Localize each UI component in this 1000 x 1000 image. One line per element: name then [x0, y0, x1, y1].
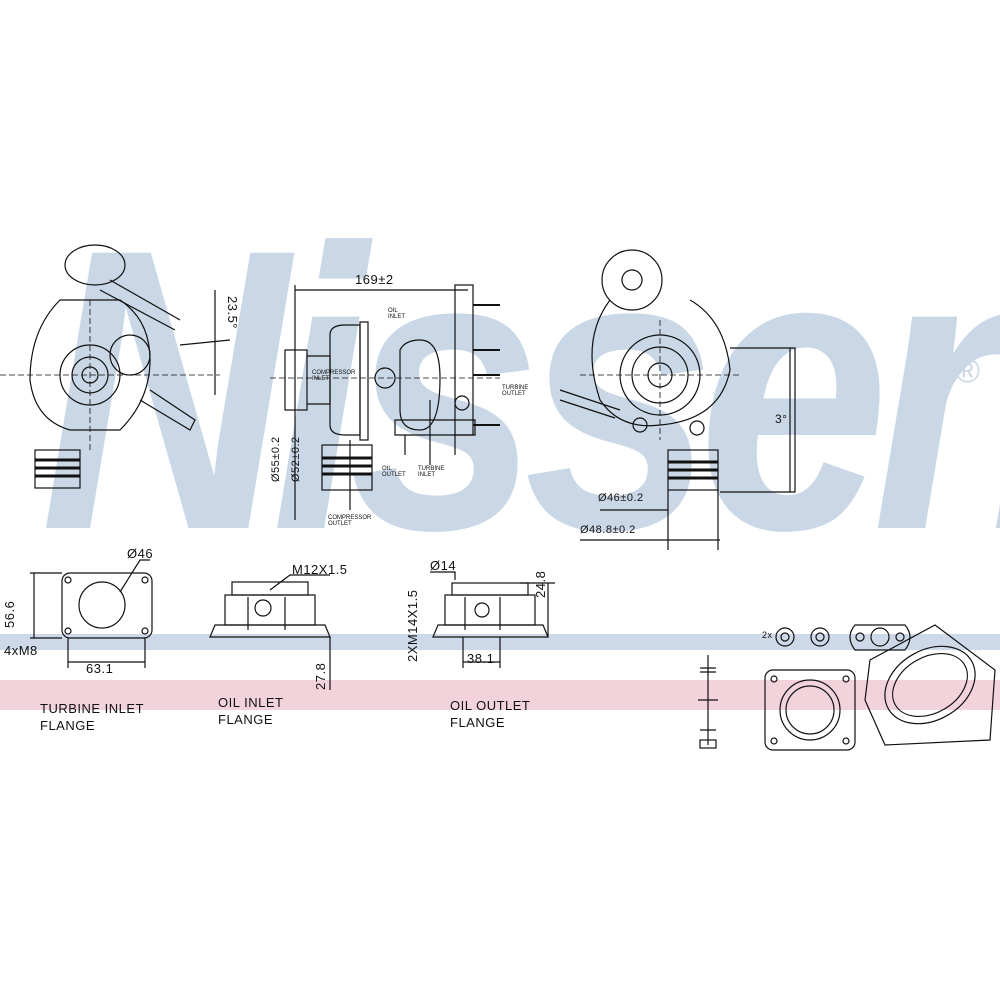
- oil-outlet-flange-drawing: [430, 571, 555, 668]
- oval-gasket-drawing: [864, 624, 996, 746]
- registered-mark: ®: [955, 352, 981, 390]
- oil-outlet-dia: Ø14: [430, 558, 457, 573]
- oil-outlet-thread: 2XM14X1.5: [405, 589, 420, 662]
- right-dia-outer: Ø48.8±0.2: [580, 524, 636, 536]
- turbine-flange-title-2: FLANGE: [40, 718, 96, 733]
- right-view-angle: 3°: [775, 412, 788, 426]
- oil-outlet-height: 24.8: [533, 570, 548, 598]
- turbine-flange-height: 56.6: [2, 600, 17, 628]
- turbine-outlet-label: TURBINE OUTLET: [502, 385, 529, 397]
- turbine-flange-bolts: 4xM8: [4, 643, 38, 658]
- oil-outlet-width: 38.1: [467, 651, 495, 666]
- kit-quantity: 2x: [762, 630, 773, 640]
- side-dia-inner: Ø52±0.2: [290, 436, 302, 482]
- oil-inlet-height: 27.8: [313, 662, 328, 690]
- turbine-inlet-label: TURBINE INLET: [418, 466, 445, 478]
- nuts-drawing: [775, 624, 911, 651]
- turbine-flange-title-1: TURBINE INLET: [40, 701, 145, 716]
- compressor-outlet-label: COMPRESSOR OUTLET: [328, 515, 372, 527]
- turbine-flange-dia: Ø46: [127, 546, 154, 561]
- oil-outlet-title-1: OIL OUTLET: [450, 698, 531, 713]
- side-length-dim: 169±2: [355, 272, 394, 287]
- oil-outlet-title-2: FLANGE: [450, 715, 506, 730]
- oil-inlet-title-1: OIL INLET: [218, 695, 284, 710]
- left-view-angle: 23.5°: [225, 296, 240, 330]
- bolt-drawing: [698, 655, 718, 749]
- side-dia-outer: Ø55±0.2: [270, 436, 282, 482]
- oil-inlet-flange-drawing: [209, 574, 331, 690]
- turbo-side-view: [270, 284, 500, 520]
- right-dia-inner: Ø46±0.2: [598, 492, 644, 504]
- turbine-flange-width: 63.1: [86, 661, 114, 676]
- oil-inlet-title-2: FLANGE: [218, 712, 274, 727]
- oil-inlet-label: OIL INLET: [388, 308, 406, 320]
- oil-outlet-label: OIL OUTLET: [382, 466, 406, 478]
- turbine-inlet-flange-drawing: [30, 559, 153, 668]
- turbo-front-view-right: [559, 249, 796, 550]
- compressor-inlet-label: COMPRESSOR INLET: [312, 370, 356, 382]
- gasket-plate-drawing: [764, 669, 856, 751]
- watermark-logo: Nissens: [40, 166, 1000, 613]
- oil-inlet-thread: M12X1.5: [292, 562, 348, 577]
- turbo-front-view-left: [0, 244, 231, 489]
